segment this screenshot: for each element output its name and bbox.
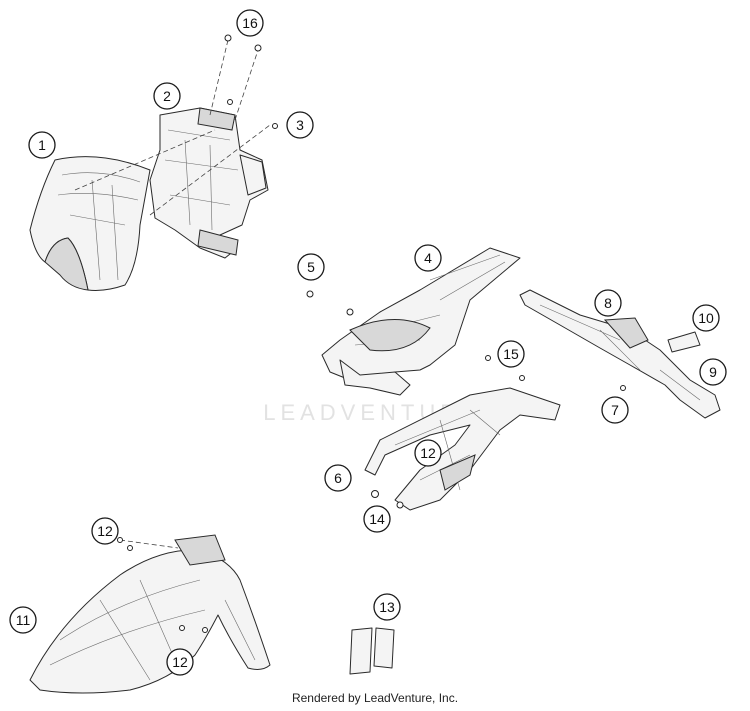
svg-text:12: 12 xyxy=(172,654,188,670)
credit-text: Rendered by LeadVenture, Inc. xyxy=(291,691,459,705)
headlight-bracket xyxy=(149,107,269,259)
svg-text:3: 3 xyxy=(296,117,304,133)
svg-text:2: 2 xyxy=(163,88,171,104)
bolt-7 xyxy=(620,385,626,391)
callout-13: 13 xyxy=(373,593,401,621)
nut-5a xyxy=(306,290,314,298)
nut-14b xyxy=(396,501,404,509)
callout-12-front-top: 12 xyxy=(91,517,119,545)
nut-5b xyxy=(346,308,354,316)
callout-14: 14 xyxy=(363,505,391,533)
callout-8: 8 xyxy=(594,289,622,317)
svg-text:13: 13 xyxy=(379,599,395,615)
adhesive-pads xyxy=(349,627,395,675)
callout-12-rear: 12 xyxy=(414,439,442,467)
svg-text:11: 11 xyxy=(16,612,31,628)
rear-tail-section xyxy=(321,247,521,396)
bolt-12b xyxy=(127,545,133,551)
callout-1: 1 xyxy=(28,131,56,159)
bolt-3 xyxy=(272,123,278,129)
svg-text:12: 12 xyxy=(420,445,436,461)
nut-14a xyxy=(371,490,379,498)
svg-text:9: 9 xyxy=(709,364,717,380)
bolt-12d xyxy=(202,627,208,633)
bolt-15a xyxy=(485,355,491,361)
callout-3: 3 xyxy=(286,111,314,139)
headlight-mask xyxy=(29,156,151,291)
svg-text:8: 8 xyxy=(604,295,612,311)
svg-text:5: 5 xyxy=(307,259,315,275)
callout-7: 7 xyxy=(601,396,629,424)
callout-4: 4 xyxy=(414,244,442,272)
callout-6: 6 xyxy=(324,464,352,492)
callout-10: 10 xyxy=(692,304,720,332)
bolt-2 xyxy=(227,99,233,105)
svg-text:12: 12 xyxy=(97,523,113,539)
bolt-12c xyxy=(179,625,185,631)
svg-text:10: 10 xyxy=(698,310,714,326)
callout-5: 5 xyxy=(297,253,325,281)
svg-text:15: 15 xyxy=(503,346,519,362)
svg-text:16: 16 xyxy=(242,15,258,31)
callout-2: 2 xyxy=(153,82,181,110)
bolt-15b xyxy=(519,375,525,381)
svg-text:6: 6 xyxy=(334,470,342,486)
license-plate-holder xyxy=(519,289,721,419)
callout-16: 16 xyxy=(236,9,264,37)
svg-text:1: 1 xyxy=(38,137,46,153)
callout-12-front-bottom: 12 xyxy=(166,648,194,676)
svg-text:4: 4 xyxy=(424,250,432,266)
callout-9: 9 xyxy=(699,358,727,386)
bolt-12a xyxy=(117,537,123,543)
callout-11: 11 xyxy=(9,606,37,634)
bolt-16a xyxy=(224,34,232,42)
bolt-16b xyxy=(254,44,262,52)
svg-text:7: 7 xyxy=(611,402,619,418)
rear-mudguard xyxy=(364,387,561,511)
front-fender xyxy=(29,534,271,694)
callout-15: 15 xyxy=(497,340,525,368)
svg-text:14: 14 xyxy=(369,511,385,527)
